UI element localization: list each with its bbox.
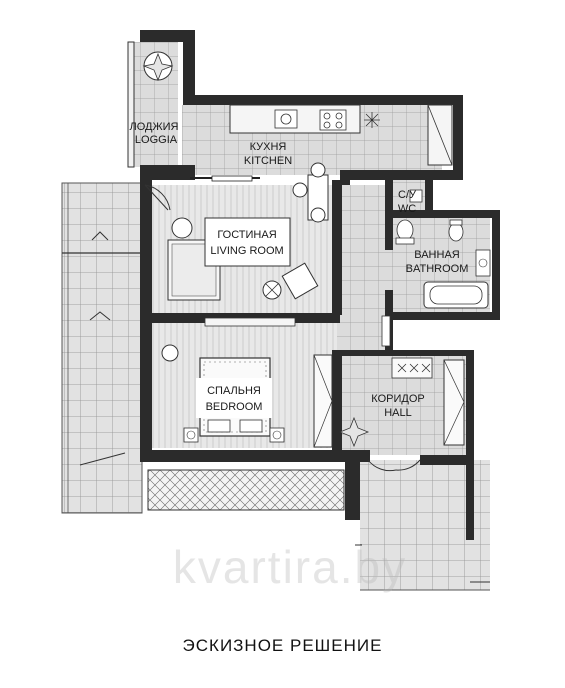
watermark: kvartira.by	[172, 541, 408, 593]
armchair	[262, 262, 319, 300]
label-loggia-ru: ЛОДЖИЯ	[130, 121, 179, 133]
wc-toilet	[395, 189, 423, 245]
dining-set	[292, 162, 329, 223]
label-bath-en: BATHROOM	[406, 263, 469, 275]
label-kitchen-en: KITCHEN	[244, 155, 292, 167]
label-bath-ru: ВАННАЯ	[414, 249, 460, 261]
bedroom-wardrobe	[313, 354, 333, 448]
label-kitchen-ru: КУХНЯ	[250, 141, 287, 153]
plan-caption: ЭСКИЗНОЕ РЕШЕНИЕ	[182, 636, 383, 655]
hall-plant	[338, 416, 370, 448]
bedroom-label-box	[196, 378, 272, 418]
bath-toilet	[448, 219, 464, 242]
loggia	[127, 41, 178, 168]
label-wc-en: WC	[398, 203, 416, 215]
kitchen-counter	[229, 104, 453, 166]
bottom-loggia	[147, 469, 345, 511]
label-living-en: LIVING ROOM	[210, 245, 283, 257]
label-hall-en: HALL	[384, 407, 412, 419]
living-room-label-box	[204, 217, 291, 267]
bath-sink	[475, 249, 491, 277]
bathtub	[423, 281, 489, 309]
terrace-left	[61, 182, 143, 514]
label-bedroom-en: BEDROOM	[206, 401, 263, 413]
entry-door	[367, 459, 421, 472]
label-living-ru: ГОСТИНАЯ	[217, 229, 276, 241]
label-wc-ru: С/У	[398, 189, 417, 201]
label-hall-ru: КОРИДОР	[371, 393, 424, 405]
corridor-coat-rack	[381, 315, 391, 347]
label-loggia-en: LOGGIA	[135, 134, 178, 146]
bedroom-shelf	[161, 317, 296, 362]
hall-wardrobe	[391, 357, 465, 446]
label-bedroom-ru: СПАЛЬНЯ	[207, 385, 261, 397]
room-divider-rail	[190, 175, 260, 182]
living-door	[144, 184, 171, 211]
